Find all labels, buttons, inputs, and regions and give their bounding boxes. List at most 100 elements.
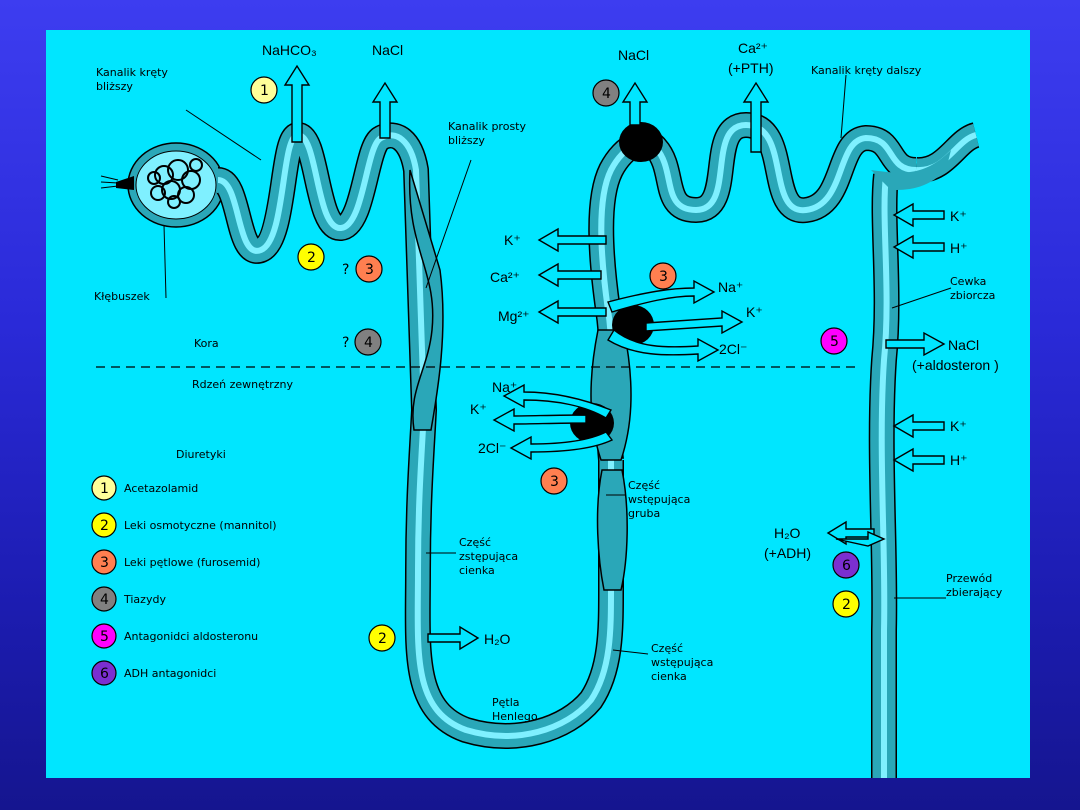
ion-aldosterone: (+aldosteron ) [912, 357, 999, 373]
proximal-and-loop-lumen [217, 132, 614, 739]
legend-marker [91, 512, 117, 538]
marker-3-lower [540, 467, 568, 495]
marker-numbers: 1 4 2 3 4 3 5 3 6 2 2 ? ? [260, 83, 851, 647]
marker-6 [832, 551, 860, 579]
legend-label: Acetazolamid [124, 482, 198, 495]
ion-cl-lower: 2Cl⁻ [478, 440, 506, 456]
marker-2-cortex [297, 243, 325, 271]
label-proximal-convoluted-2: bliższy [96, 80, 133, 93]
label-thick-ascending-3: gruba [628, 507, 660, 520]
svg-text:4: 4 [364, 335, 373, 351]
svg-text:5: 5 [830, 334, 839, 350]
ion-labels: NaHCO₃ NaCl NaCl Ca²⁺ (+PTH) K⁺ Ca²⁺ Mg²… [262, 40, 999, 647]
diuretic-site-markers [250, 76, 860, 652]
legend-number: 3 [100, 555, 109, 571]
legend-label: Leki pętlowe (furosemid) [124, 556, 260, 569]
transport-arrows [283, 64, 946, 651]
svg-text:2: 2 [842, 597, 851, 613]
afferent-arteriole [116, 176, 134, 190]
legend-marker [91, 549, 117, 575]
legend-label: Leki osmotyczne (mannitol) [124, 519, 277, 532]
label-distal-convoluted: Kanalik kręty dalszy [811, 64, 922, 77]
ion-h-cd-lower: H⁺ [950, 452, 968, 468]
diagram-panel: Kanalik kręty bliższy Kanalik prosty bli… [46, 30, 1030, 778]
label-glomerulus: Kłębuszek [94, 290, 150, 303]
label-outer-medulla: Rdzeń zewnętrzny [192, 378, 293, 391]
marker-3-tal [649, 262, 677, 290]
marker-4-top [592, 79, 620, 107]
marker-1 [250, 76, 278, 104]
ion-nacl-distal: NaCl [618, 47, 649, 63]
ion-k-upper: K⁺ [746, 304, 763, 320]
legend-label: Antagonidci aldosteronu [124, 630, 258, 643]
structure-labels: Kanalik kręty bliższy Kanalik prosty bli… [94, 64, 1003, 723]
legend-marker [91, 586, 117, 612]
ion-cl-upper: 2Cl⁻ [719, 341, 747, 357]
legend-marker [91, 660, 117, 686]
label-thin-ascending-3: cienka [651, 670, 687, 683]
glomerulus-tuft [147, 158, 203, 209]
ion-mg-tal: Mg²⁺ [498, 308, 530, 324]
transporter-ncc [619, 122, 663, 162]
arrow-cl-lower [509, 431, 614, 461]
ion-ca: Ca²⁺ [738, 40, 768, 56]
ion-na-upper: Na⁺ [718, 279, 743, 295]
bowman-space [135, 150, 217, 220]
nephron-tubule [100, 112, 981, 778]
question-mark-3: ? [342, 262, 349, 278]
legend-number: 4 [100, 592, 109, 608]
question-mark-4: ? [342, 335, 349, 351]
label-thick-ascending-2: wstępująca [628, 493, 690, 506]
legend-number: 5 [100, 629, 109, 645]
ion-adh: (+ADH) [764, 545, 811, 561]
label-proximal-straight-1: Kanalik prosty [448, 120, 526, 133]
arrow-h2o-adh-right [835, 530, 886, 547]
svg-text:3: 3 [365, 262, 374, 278]
label-proximal-convoluted-1: Kanalik kręty [96, 66, 168, 79]
arrow-ca-out [537, 262, 602, 288]
arrow-h-cd-lower [892, 447, 945, 473]
arrow-nacl-cd [885, 331, 946, 357]
label-thin-descending-1: Część [459, 536, 491, 549]
svg-text:3: 3 [659, 269, 668, 285]
svg-text:2: 2 [378, 631, 387, 647]
ion-ca-tal: Ca²⁺ [490, 269, 520, 285]
label-thin-ascending-2: wstępująca [651, 656, 713, 669]
arrow-na-lower [502, 383, 613, 419]
marker-5 [820, 327, 848, 355]
arrow-k-out [537, 227, 607, 253]
label-thin-ascending-1: Część [651, 642, 683, 655]
legend-item: 3 Leki pętlowe (furosemid) [91, 549, 260, 575]
arrow-h2o-loop [427, 625, 480, 651]
arrow-na-in-upper [607, 279, 716, 313]
svg-text:3: 3 [550, 474, 559, 490]
label-thin-descending-2: zstępująca [459, 550, 518, 563]
ion-k-lower: K⁺ [470, 401, 487, 417]
arrow-cl-in-upper [607, 328, 720, 363]
legend-title: Diuretyki [176, 448, 226, 461]
svg-text:2: 2 [307, 250, 316, 266]
label-collecting-tubule-2: zbiorcza [950, 289, 995, 302]
ion-h2o-adh: H₂O [774, 525, 801, 541]
arrow-nacl-distal [621, 81, 649, 126]
arrow-k-cd-lower [892, 413, 945, 439]
svg-text:1: 1 [260, 83, 269, 99]
ion-nahco3: NaHCO₃ [262, 42, 317, 58]
label-cortex: Kora [194, 337, 219, 350]
arrow-h-cd-upper [892, 234, 945, 260]
label-loop-henle-2: Henlego [492, 710, 538, 723]
label-collecting-duct-1: Przewód [946, 572, 992, 585]
legend-label: ADH antagonidci [124, 667, 216, 680]
legend-marker [91, 623, 117, 649]
arrow-k-in-upper [645, 309, 744, 335]
legend-item: 5 Antagonidci aldosteronu [91, 623, 258, 649]
marker-2-loop [368, 624, 396, 652]
ion-pth: (+PTH) [728, 60, 774, 76]
label-collecting-duct-2: zbierający [946, 586, 1003, 599]
ion-k-tal: K⁺ [504, 232, 521, 248]
ion-k-cd-lower: K⁺ [950, 418, 967, 434]
